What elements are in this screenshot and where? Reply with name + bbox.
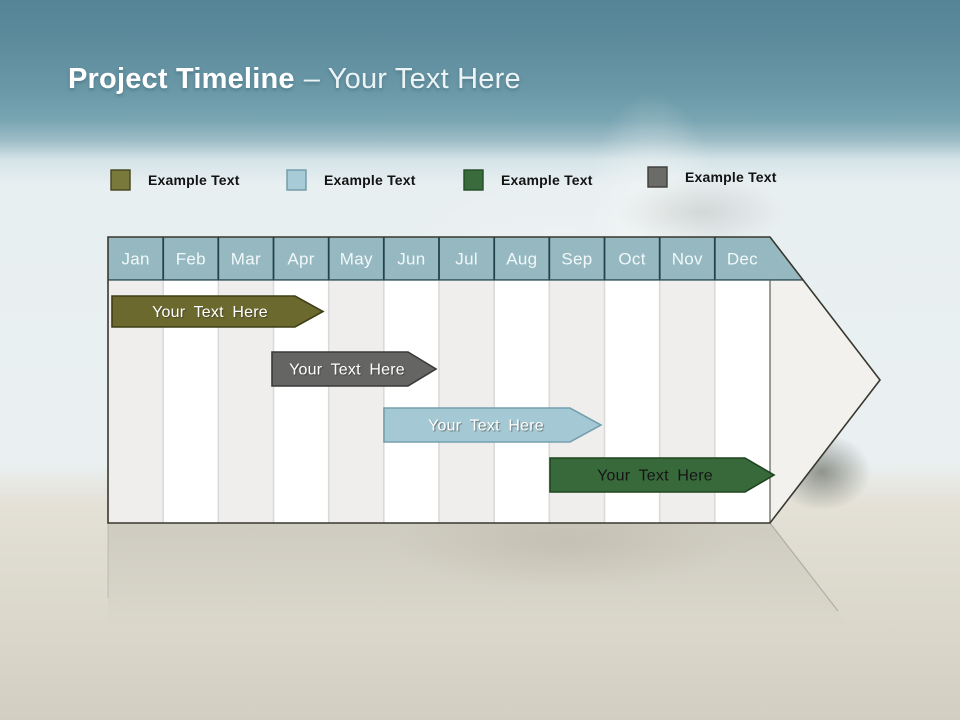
gantt-bar-4-shape[interactable] bbox=[549, 457, 776, 493]
month-header-row: Jan Feb Mar Apr May Jun Jul Aug Sep Oct … bbox=[121, 250, 758, 269]
gantt-bar-4[interactable]: Your Text Here bbox=[549, 457, 776, 493]
gantt-bar-1[interactable]: Your Text Here bbox=[111, 295, 325, 328]
month-label: Sep bbox=[561, 250, 592, 269]
legend-swatch-gray bbox=[647, 166, 668, 188]
month-label: Oct bbox=[618, 250, 645, 269]
legend-label: Example Text bbox=[501, 172, 593, 188]
month-label: May bbox=[340, 250, 373, 269]
stripe-mar bbox=[218, 237, 274, 523]
page-title: Project Timeline– Your Text Here bbox=[68, 62, 521, 96]
month-label: Jun bbox=[397, 250, 425, 269]
timeline-arrow-border bbox=[107, 236, 882, 524]
month-label: Nov bbox=[672, 250, 703, 269]
stripe-jul bbox=[439, 237, 495, 523]
legend-item-4[interactable]: Example Text bbox=[647, 166, 777, 188]
legend-swatch-blue bbox=[286, 169, 307, 191]
month-label: Aug bbox=[506, 250, 537, 269]
gantt-bar-1-shape[interactable] bbox=[111, 295, 325, 328]
month-label: Jul bbox=[455, 250, 478, 269]
legend-item-1[interactable]: Example Text bbox=[110, 169, 240, 191]
gantt-bar-3[interactable]: Your Text Here bbox=[383, 407, 603, 443]
title-main: Project Timeline bbox=[68, 63, 295, 95]
month-label: Apr bbox=[287, 250, 314, 269]
legend-label: Example Text bbox=[685, 169, 777, 185]
legend-swatch-green bbox=[463, 169, 484, 191]
month-label: Dec bbox=[727, 250, 758, 269]
gantt-bar-2-shape[interactable] bbox=[271, 351, 438, 387]
legend-swatch-olive bbox=[110, 169, 131, 191]
month-label: Feb bbox=[176, 250, 206, 269]
gantt-bar-3-shape[interactable] bbox=[383, 407, 603, 443]
gantt-bars: Your Text Here Your Text Here Your Text … bbox=[111, 295, 776, 493]
legend-item-2[interactable]: Example Text bbox=[286, 169, 416, 191]
gantt-bar-2[interactable]: Your Text Here bbox=[271, 351, 438, 387]
legend-item-3[interactable]: Example Text bbox=[463, 169, 593, 191]
month-label: Jan bbox=[121, 250, 149, 269]
header-column-separators bbox=[162, 237, 716, 280]
legend-label: Example Text bbox=[148, 172, 240, 188]
gantt-bar-4-label: Your Text Here bbox=[597, 468, 713, 485]
gantt-bar-1-label: Your Text Here bbox=[152, 304, 268, 321]
timeline-reflection bbox=[107, 522, 880, 720]
legend-label: Example Text bbox=[324, 172, 416, 188]
gantt-bar-3-label: Your Text Here bbox=[428, 418, 544, 435]
title-suffix: – Your Text Here bbox=[303, 63, 521, 95]
gantt-bar-2-label: Your Text Here bbox=[289, 362, 405, 379]
month-label: Mar bbox=[231, 250, 261, 269]
stripe-jan bbox=[108, 237, 164, 523]
